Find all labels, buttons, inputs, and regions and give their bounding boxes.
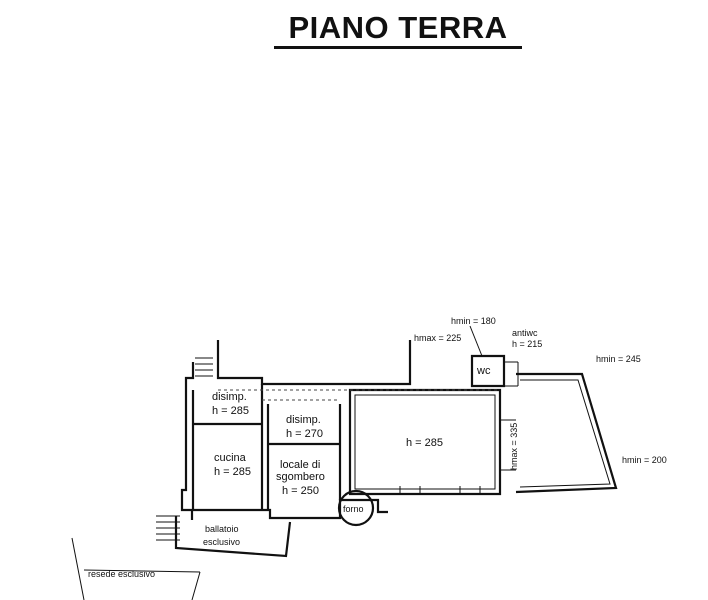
main-room-hmax: hmax = 335 (509, 423, 519, 470)
wc-hmin: hmin = 180 (451, 316, 496, 326)
title-underline (274, 46, 522, 49)
wc-leader-line (469, 325, 483, 357)
resede-label: resede esclusivo (88, 569, 155, 579)
veranda-hmin-top: hmin = 245 (596, 354, 641, 364)
wc-label: wc (476, 365, 491, 377)
wc-hmax: hmax = 225 (414, 333, 461, 343)
veranda-hmin-bottom: hmin = 200 (622, 455, 667, 465)
disimp-1-label: disimp. (212, 391, 247, 403)
plan-title: PIANO TERRA (288, 10, 508, 45)
sgombero-label-2: sgombero (276, 471, 325, 483)
cucina-label: cucina (214, 452, 247, 464)
stair-hatching (156, 357, 213, 541)
disimp-2-height: h = 270 (286, 428, 323, 440)
disimp-1-height: h = 285 (212, 405, 249, 417)
main-room-height: h = 285 (406, 437, 443, 449)
disimp-2-label: disimp. (286, 414, 321, 426)
ballatoio-label-1: ballatoio (205, 524, 239, 534)
ballatoio-label-2: esclusivo (203, 537, 240, 547)
antiwc-height: h = 215 (512, 339, 542, 349)
sgombero-height: h = 250 (282, 485, 319, 497)
antiwc-label: antiwc (512, 328, 538, 338)
forno-label: forno (343, 504, 364, 514)
sgombero-label-1: locale di (280, 459, 320, 471)
cucina-height: h = 285 (214, 466, 251, 478)
walls (71, 340, 618, 600)
